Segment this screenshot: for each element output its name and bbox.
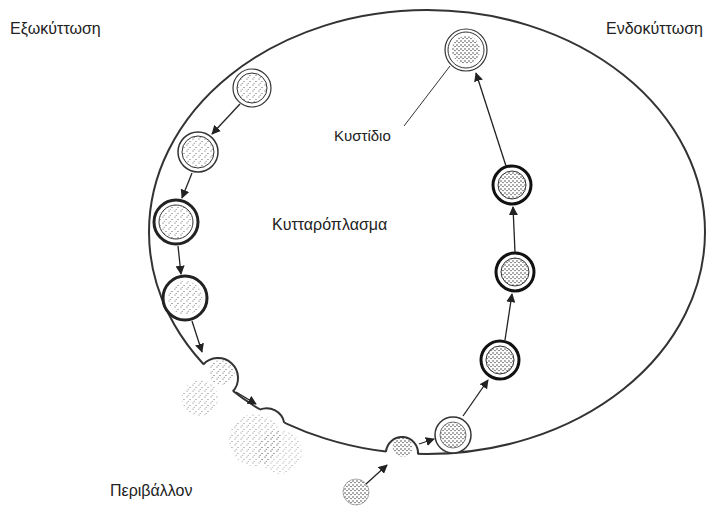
endocytosis-vesicles: [343, 29, 534, 505]
process-arrows: [178, 73, 515, 484]
cell-membrane: [149, 10, 705, 454]
exocytosis-vesicles: [154, 69, 271, 320]
text-label: Κυστίδιο: [334, 127, 391, 144]
text-label: Ενδοκύττωση: [606, 20, 703, 37]
text-label: Κυτταρόπλασμα: [272, 216, 387, 233]
label-anchor: Περιβάλλον: [110, 482, 192, 500]
label-anchor: Εξωκύττωση: [10, 20, 101, 38]
released-content: [258, 430, 302, 474]
label-anchor: Κυτταρόπλασμα: [272, 216, 387, 234]
leader-line: [404, 66, 450, 126]
released-content: [182, 380, 218, 416]
text-label: Εξωκύττωση: [10, 20, 101, 37]
label-anchor: Κυστίδιο: [334, 127, 391, 145]
membrane-pit: [203, 358, 238, 392]
text-label: Περιβάλλον: [110, 482, 192, 499]
label-anchor: Ενδοκύττωση: [606, 20, 703, 38]
membrane-gap: [386, 437, 418, 469]
membrane-pit: [386, 437, 418, 454]
